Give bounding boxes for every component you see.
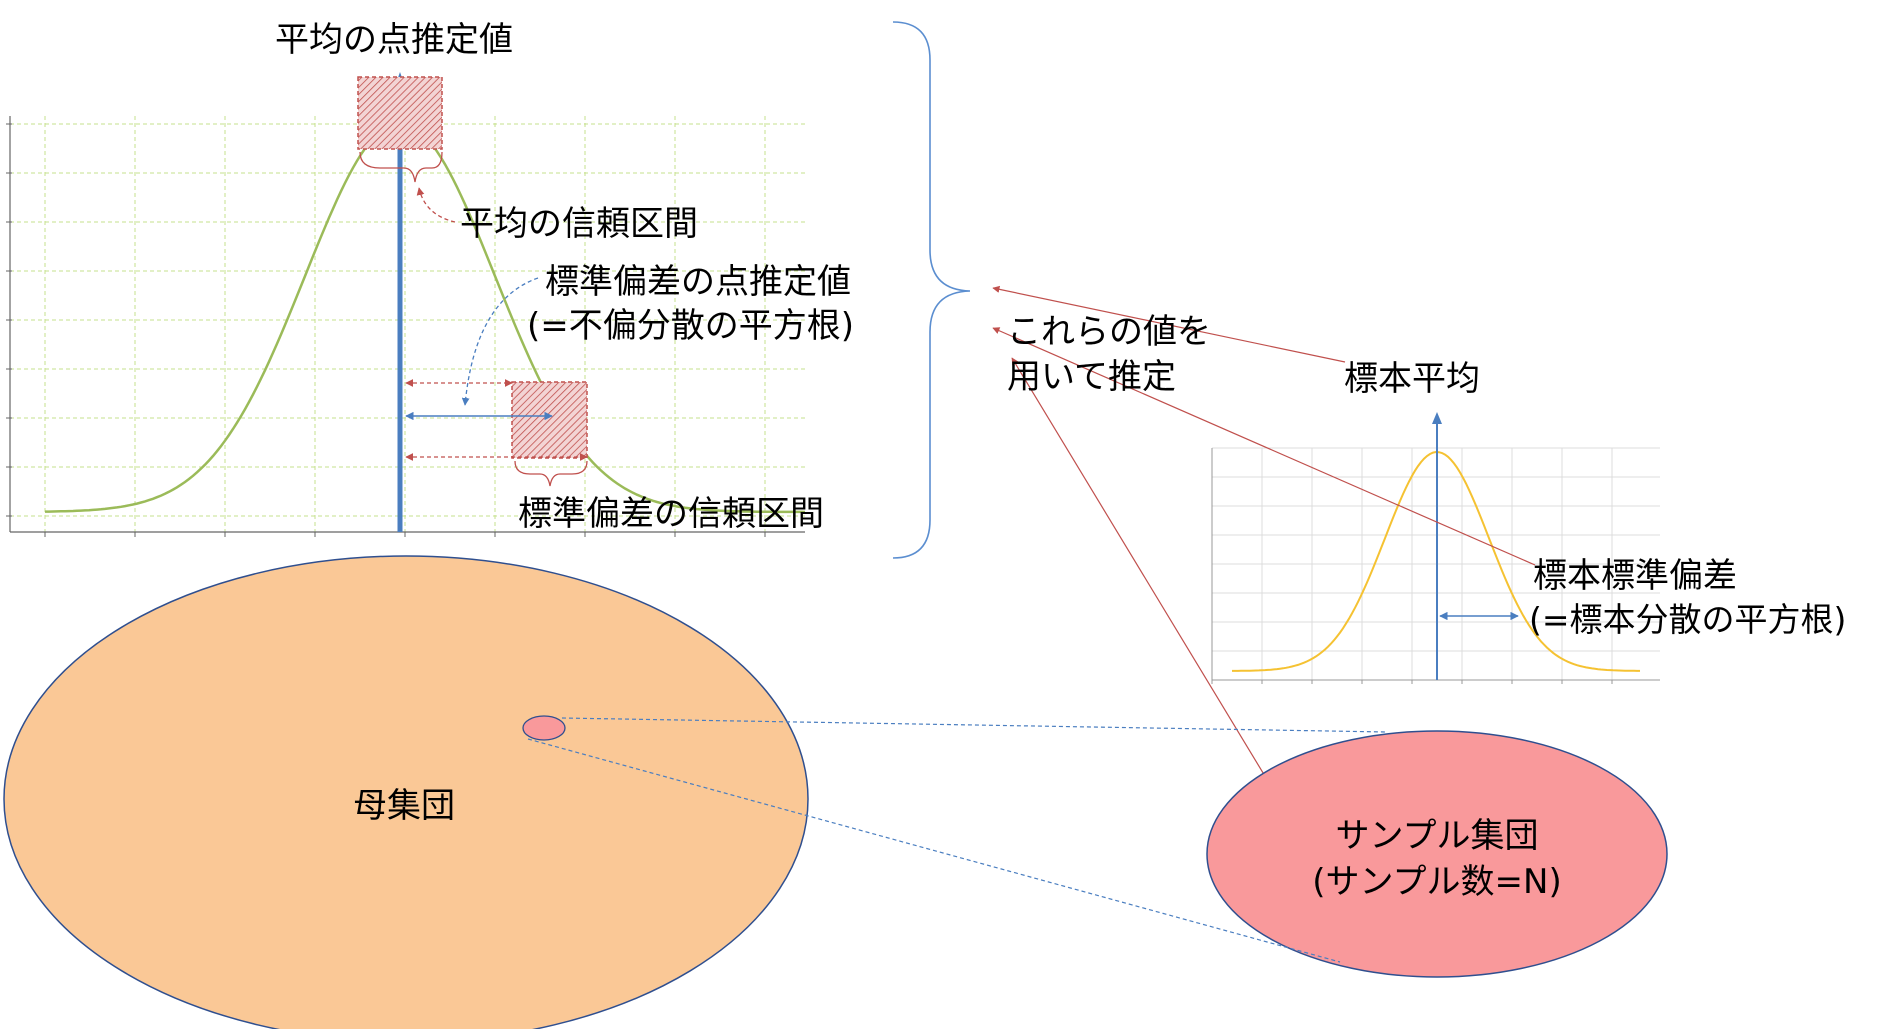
sample-zoom-line-top <box>561 717 1388 733</box>
sd-ci-brace <box>514 460 588 487</box>
sample-mean-label: 標本平均 <box>1344 359 1480 399</box>
mean-ci-brace <box>359 151 443 183</box>
sample-to-estimate-arrow <box>1011 357 1301 835</box>
sample-sd-label-line1: 標本標準偏差 <box>1533 556 1737 596</box>
mean-ci-pointer <box>416 187 456 223</box>
sd-point-pointer <box>461 277 539 406</box>
mean-confidence-box <box>357 76 443 150</box>
population-label: 母集団 <box>353 786 455 826</box>
sample-label-line1: サンプル集団 <box>1336 816 1539 856</box>
sample-chart-ticks <box>1211 680 1613 684</box>
sample-zoom-line-bottom <box>527 738 1341 963</box>
sample-marker-ellipse <box>522 715 566 741</box>
sample-ellipse <box>1206 730 1668 978</box>
mean-ci-label: 平均の信頼区間 <box>460 204 698 244</box>
sample-sd-label-line2: (=標本分散の平方根) <box>1529 600 1846 639</box>
sd-ci-label: 標準偏差の信頼区間 <box>518 494 824 534</box>
estimation-brace <box>892 21 971 559</box>
estimate-label-line1: これらの値を <box>1007 312 1211 352</box>
sample-label-line2: (サンプル数=N) <box>1312 862 1561 902</box>
population-chart-ticks <box>6 123 766 537</box>
sd-point-label-line1: 標準偏差の点推定値 <box>545 262 851 302</box>
population-chart <box>6 72 806 537</box>
population-ellipse <box>3 555 809 1029</box>
sample-chart <box>1211 412 1660 684</box>
sample-sd-to-estimate-arrow <box>992 327 1536 566</box>
population-chart-grid <box>10 116 805 532</box>
mean-point-label: 平均の点推定値 <box>275 20 513 60</box>
sample-mean-to-estimate-arrow <box>992 285 1346 363</box>
sd-point-label-line2: (=不偏分散の平方根) <box>527 306 854 346</box>
sample-mean-arrowhead <box>1432 412 1442 424</box>
sd-confidence-box <box>511 381 588 459</box>
estimate-label-line2: 用いて推定 <box>1007 357 1176 397</box>
